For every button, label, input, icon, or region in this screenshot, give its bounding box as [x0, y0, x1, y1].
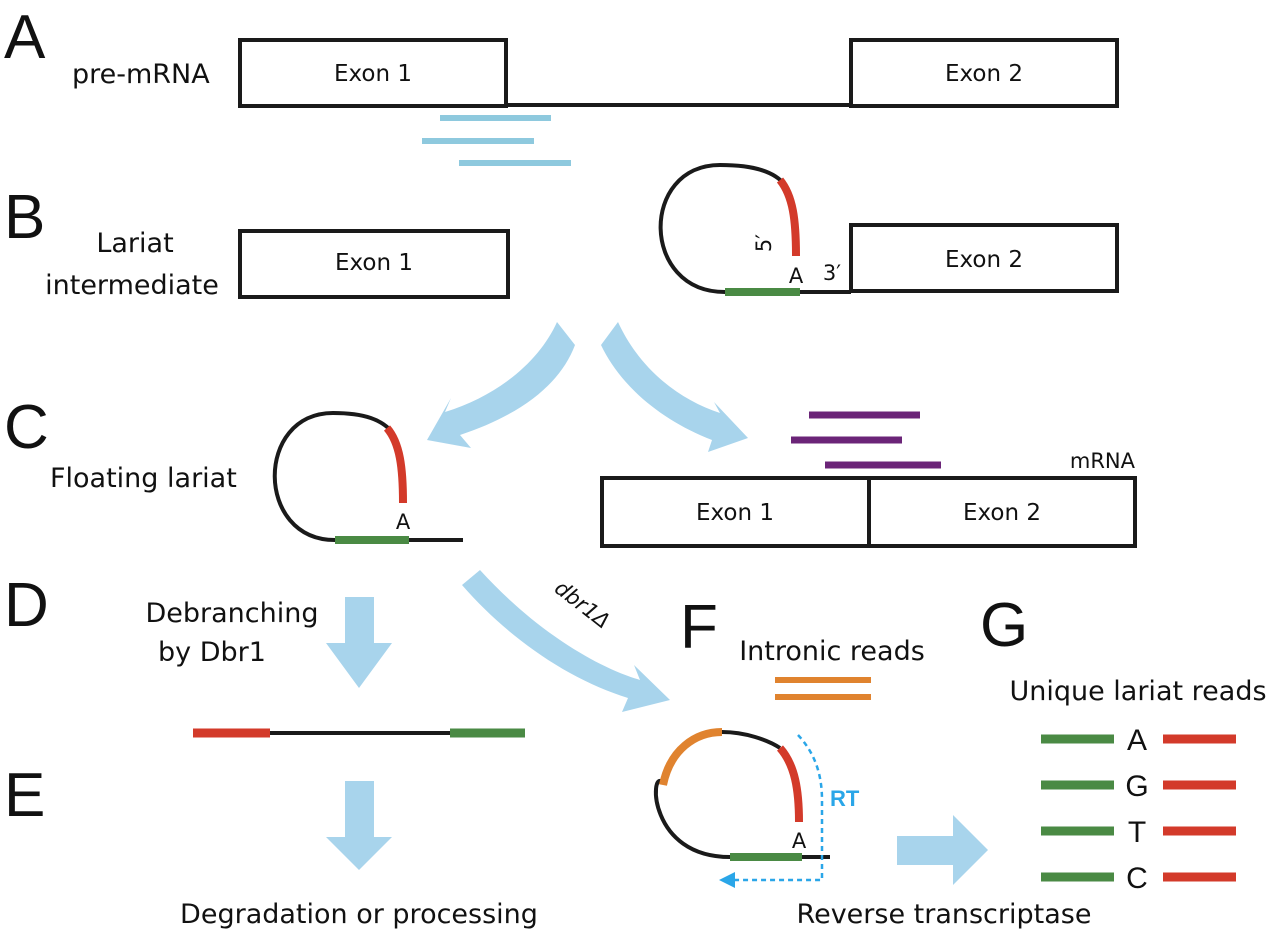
five-prime-label: 5′ — [752, 234, 776, 252]
pre-mrna-exon2-box — [849, 38, 1119, 108]
lariat-read-row: G — [1041, 770, 1236, 803]
dbr1-mutant-curved-arrow — [462, 570, 670, 712]
lariat-read-branch-nucleotide: G — [1125, 770, 1148, 803]
mrna-exon1-label: Exon 1 — [696, 500, 774, 526]
unique-lariat-reads-label: Unique lariat reads — [1009, 676, 1266, 707]
panel-letter-g: G — [980, 591, 1028, 660]
debranching-label-line1: Debranching — [145, 598, 318, 629]
lariat-read-row: A — [1041, 724, 1236, 757]
arrow-to-floating-lariat — [427, 322, 575, 448]
reverse-transcriptase-arrow — [897, 815, 988, 885]
reverse-transcriptase-label: Reverse transcriptase — [797, 899, 1092, 930]
lariat-intermediate-exon1-box — [238, 229, 510, 299]
dbr1-mutant-label: dbr1Δ — [550, 576, 614, 634]
pre-mrna-label: pre-mRNA — [72, 59, 210, 90]
floating-branch-nt-label: A — [396, 510, 411, 534]
rt-lariat-loop-lower — [653, 778, 731, 859]
three-prime-label: 3′ — [823, 261, 841, 285]
mrna-label: mRNA — [1070, 449, 1136, 473]
floating-lariat-label: Floating lariat — [50, 463, 237, 494]
pre-mrna-exon1-box — [238, 38, 508, 108]
panel-letter-a: A — [4, 3, 46, 72]
rt-lariat-intronic-segment — [659, 728, 723, 786]
floating-five-prime-segment — [383, 425, 407, 504]
intronic-reads-label: Intronic reads — [739, 636, 925, 667]
rt-arrowhead — [719, 872, 735, 888]
lariat-intermediate-exon2-box — [849, 223, 1119, 293]
debranching-down-arrow — [326, 597, 392, 688]
lariat-intermediate-label-line2: intermediate — [45, 270, 219, 301]
mrna-exon2-label: Exon 2 — [963, 500, 1041, 526]
curved-arrow-left — [427, 322, 575, 448]
intermediate-branch-nt-label: A — [789, 264, 804, 288]
rt-lariat-loop-upper — [721, 730, 782, 750]
pre-mrna-exon2-label: Exon 2 — [945, 61, 1023, 87]
arrow-to-mrna — [601, 322, 748, 452]
panel-letter-c: C — [4, 393, 49, 462]
lariat-read-row: C — [1041, 862, 1236, 895]
intermediate-five-prime-segment — [776, 177, 800, 257]
debranching-label-line2: by Dbr1 — [158, 637, 266, 668]
lariat-read-branch-nucleotide: C — [1126, 862, 1148, 895]
intermediate-lariat-loop — [658, 162, 787, 294]
lariat-intermediate-exon1-label: Exon 1 — [335, 250, 413, 276]
lariat-intermediate-exon2-label: Exon 2 — [945, 247, 1023, 273]
lariat-read-row: T — [1041, 816, 1236, 849]
panel-letter-e: E — [4, 761, 45, 830]
degradation-label: Degradation or processing — [180, 899, 538, 930]
panel-letter-b: B — [4, 183, 45, 252]
floating-lariat-loop — [272, 410, 394, 542]
lariat-intermediate-label-line1: Lariat — [96, 228, 173, 259]
lariat-read-branch-nucleotide: T — [1128, 816, 1146, 849]
pre-mrna-exon1-label: Exon 1 — [334, 61, 412, 87]
curved-arrow-right — [601, 322, 748, 452]
rt-five-prime-segment — [776, 745, 803, 823]
lariat-read-branch-nucleotide: A — [1127, 724, 1147, 757]
rt-branch-nt-label: A — [792, 829, 807, 853]
rt-dashed-path — [735, 734, 824, 882]
panel-letter-d: D — [4, 571, 49, 640]
degradation-down-arrow — [326, 781, 392, 870]
rt-label: RT — [830, 786, 860, 811]
panel-letter-f: F — [680, 593, 718, 662]
